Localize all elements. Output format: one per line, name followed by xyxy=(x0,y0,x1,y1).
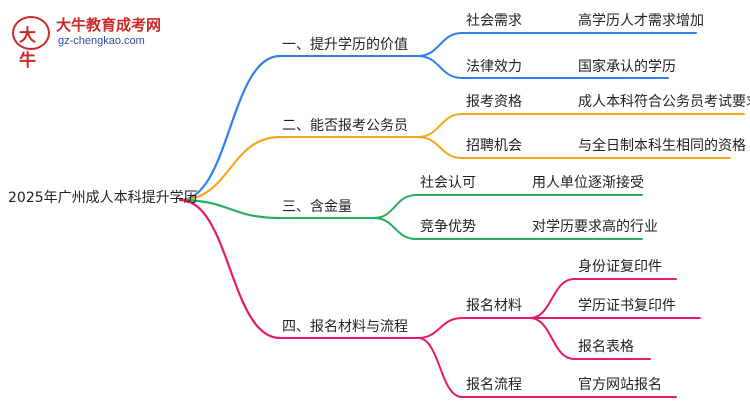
branch-4-item-1-label: 报名材料 xyxy=(466,298,522,314)
branch-3-item-1-connector xyxy=(373,194,417,219)
branch-3-item-1-label: 社会认可 xyxy=(420,175,476,191)
branch-1-item-2-connector xyxy=(417,55,463,79)
branch-3-item-2-leaf: 对学历要求高的行业 xyxy=(532,219,658,235)
branch-4-label: 四、报名材料与流程 xyxy=(282,319,408,335)
branch-1-connector xyxy=(178,54,282,202)
branch-4-item-1-leaf-1: 身份证复印件 xyxy=(578,259,662,275)
branch-3-connector xyxy=(178,198,282,220)
branch-2-item-2-label: 招聘机会 xyxy=(466,138,522,154)
branch-2-item-2-leaf: 与全日制本科生相同的资格 xyxy=(578,138,746,154)
branch-4-item-1-leaf-3: 报名表格 xyxy=(578,339,634,355)
bull-logo-icon: 大牛 xyxy=(12,16,50,71)
branch-2-connector xyxy=(178,135,282,202)
logo-url: gz-chengkao.com xyxy=(58,35,145,47)
branch-4-item-1-leaf-1-connector xyxy=(529,278,575,319)
branch-1-item-2-leaf: 国家承认的学历 xyxy=(578,59,676,75)
branch-4-connector xyxy=(178,198,282,340)
site-logo[interactable]: 大牛 大牛教育成考网 gz-chengkao.com xyxy=(6,8,166,71)
branch-2-item-1-connector xyxy=(417,113,463,138)
branch-1-item-1-label: 社会需求 xyxy=(466,13,522,29)
branch-1-item-1-connector xyxy=(417,32,463,57)
branch-1-item-2-label: 法律效力 xyxy=(466,59,522,75)
branch-4-item-2-leaf: 官方网站报名 xyxy=(578,377,662,393)
branch-3-item-2-connector xyxy=(373,217,417,240)
branch-4-item-1-leaf-2: 学历证书复印件 xyxy=(578,298,676,314)
branch-2-item-1-label: 报考资格 xyxy=(466,94,522,110)
root-topic: 2025年广州成人本科提升学历 xyxy=(8,190,198,206)
branch-2-item-2-connector xyxy=(417,136,463,159)
branch-1-label: 一、提升学历的价值 xyxy=(282,37,408,53)
branch-4-item-1-leaf-3-connector xyxy=(529,317,575,360)
branch-3-item-1-leaf: 用人单位逐渐接受 xyxy=(532,175,644,191)
branch-3-item-2-label: 竞争优势 xyxy=(420,219,476,235)
branch-4-item-2-connector xyxy=(417,337,463,398)
branch-2-label: 二、能否报考公务员 xyxy=(282,118,408,134)
logo-mark-text: 大牛 xyxy=(19,26,36,71)
branch-3-label: 三、含金量 xyxy=(282,199,352,215)
branch-1-item-1-leaf: 高学历人才需求增加 xyxy=(578,13,704,29)
branch-4-item-1-connector xyxy=(417,317,463,339)
branch-4-item-2-label: 报名流程 xyxy=(466,377,522,393)
branch-2-item-1-leaf: 成人本科符合公务员考试要求 xyxy=(578,94,750,110)
logo-title: 大牛教育成考网 xyxy=(56,16,162,34)
